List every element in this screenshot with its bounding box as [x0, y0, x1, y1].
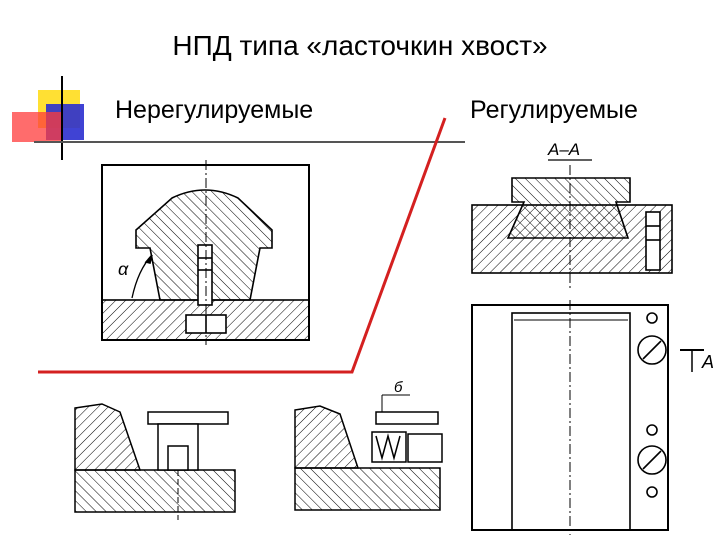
heading-non-adjustable: Нерегулируемые — [115, 96, 314, 124]
callout-label: б — [394, 379, 403, 396]
drawing-fixed-dovetail — [101, 160, 310, 345]
slide-title: НПД типа «ласточкин хвост» — [172, 30, 548, 61]
heading-adjustable: Регулируемые — [470, 96, 638, 124]
drawing-section-aa — [471, 159, 673, 290]
divider-red-line — [38, 117, 447, 374]
angle-label: α — [118, 259, 129, 279]
drawing-lower-left — [74, 403, 236, 520]
drawing-plan-view — [471, 300, 704, 535]
drawing-lower-middle — [294, 394, 443, 511]
view-arrow-label: A — [701, 352, 714, 372]
section-label: A–A — [547, 140, 580, 159]
